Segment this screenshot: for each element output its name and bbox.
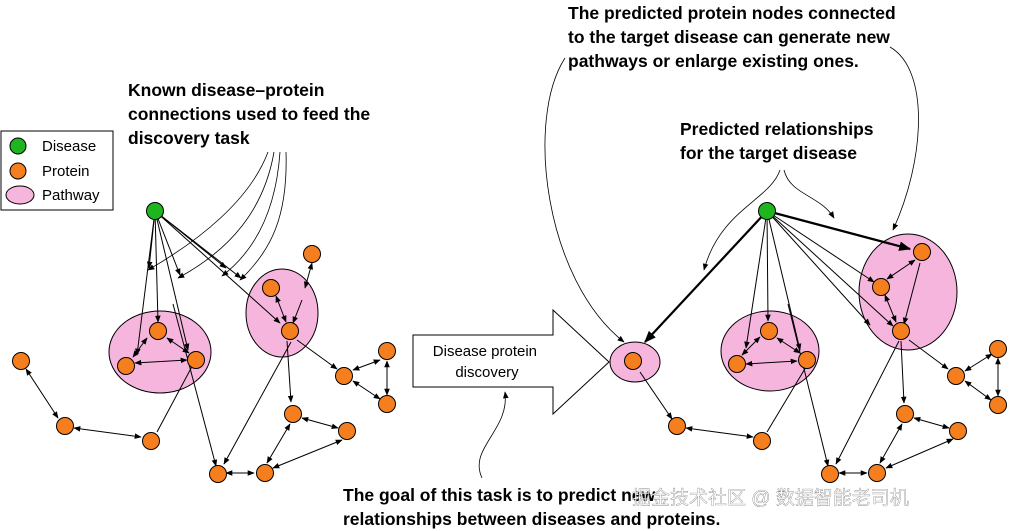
protein-node: [284, 405, 302, 423]
protein-node: [281, 322, 299, 340]
right-pathway-2: [858, 233, 958, 351]
left-pathway-1: [108, 310, 212, 394]
legend-pathway-swatch: [5, 185, 35, 205]
protein-node: [728, 355, 746, 373]
left-network: [12, 202, 396, 483]
left-protein-nodes: [12, 245, 396, 483]
protein-node: [760, 322, 778, 340]
protein-node: [187, 351, 205, 369]
predicted-relationships-callout: Predicted relationships for the target d…: [680, 119, 878, 271]
protein-node: [378, 342, 396, 360]
left-edges: [25, 210, 390, 476]
protein-node: [821, 465, 839, 483]
protein-node: [149, 322, 167, 340]
right-network: [609, 202, 1007, 483]
protein-node: [142, 432, 160, 450]
protein-node: [989, 396, 1007, 414]
known-connections-callout: Known disease–protein connections used t…: [128, 80, 375, 281]
predicted-relationships-text: Predicted relationships for the target d…: [680, 119, 878, 163]
goal-text: The goal of this task is to predict new …: [343, 485, 720, 529]
goal-callout: The goal of this task is to predict new …: [343, 391, 720, 529]
protein-node: [753, 432, 771, 450]
predicted-protein-node: [913, 243, 931, 261]
known-connections-text: Known disease–protein connections used t…: [128, 80, 375, 148]
discovery-arrow: Disease protein discovery: [412, 308, 610, 416]
protein-node: [117, 357, 135, 375]
protein-node: [872, 278, 890, 296]
left-disease-node: [146, 202, 164, 220]
right-disease-node: [758, 202, 776, 220]
protein-node: [303, 245, 321, 263]
protein-node: [262, 279, 280, 297]
legend-disease-label: Disease: [42, 138, 96, 155]
discovery-arrow-label: Disease protein discovery: [433, 343, 541, 381]
protein-node: [338, 422, 356, 440]
protein-node: [798, 351, 816, 369]
protein-node: [896, 405, 914, 423]
protein-node: [989, 340, 1007, 358]
watermark: 掘金技术社区 @ 数据智能老司机: [632, 487, 909, 509]
protein-node: [949, 422, 967, 440]
predicted-nodes-text: The predicted protein nodes connected to…: [568, 3, 901, 71]
legend-pathway-label: Pathway: [42, 187, 100, 204]
predicted-protein-node: [624, 352, 642, 370]
predicted-nodes-callout: The predicted protein nodes connected to…: [544, 3, 919, 343]
protein-node: [668, 417, 686, 435]
protein-node: [56, 417, 74, 435]
protein-node: [256, 464, 274, 482]
legend-protein-label: Protein: [42, 163, 90, 180]
protein-node: [335, 367, 353, 385]
protein-node: [892, 322, 910, 340]
legend-protein-swatch: [9, 162, 27, 180]
protein-node: [947, 367, 965, 385]
protein-node: [868, 464, 886, 482]
legend: Disease Protein Pathway: [0, 130, 114, 211]
legend-disease-swatch: [9, 137, 27, 155]
protein-node: [378, 395, 396, 413]
right-protein-nodes: [624, 243, 1007, 483]
right-edges: [639, 209, 1001, 476]
protein-node: [12, 352, 30, 370]
protein-node: [209, 465, 227, 483]
left-pathway-2: [245, 268, 319, 358]
discovery-arrow-shape: [412, 308, 610, 416]
